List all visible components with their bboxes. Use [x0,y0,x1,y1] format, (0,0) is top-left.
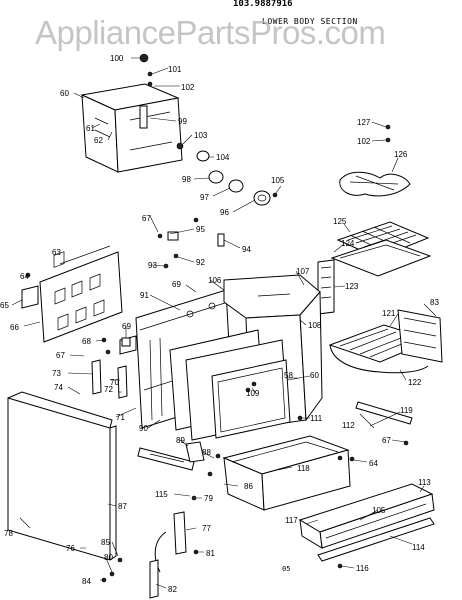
callout-102: 102 [357,137,371,146]
callout-64: 64 [20,272,29,281]
callout-122: 122 [408,378,422,387]
callout-81: 81 [206,549,215,558]
callout-115: 115 [155,490,168,499]
callout-67: 67 [142,214,151,223]
callout-94: 94 [242,245,251,254]
callout-77: 77 [202,524,211,533]
callout-79: 79 [204,494,213,503]
callout-124: 124 [341,239,355,248]
callout-106: 106 [208,276,222,285]
callout-74: 74 [54,383,63,392]
callout-62: 62 [94,136,103,145]
callout-80: 80 [104,553,113,562]
broil-element [339,124,411,197]
callout-73: 73 [52,369,61,378]
callout-109: 109 [246,389,260,398]
callout-96: 96 [220,208,229,217]
callout-100: 100 [110,54,124,63]
callout-95: 95 [196,225,205,234]
callout-105: 105 [271,176,285,185]
callout-78: 78 [4,529,13,538]
callout-69: 69 [122,322,131,331]
callout-107: 107 [296,267,310,276]
callout-87: 87 [118,502,127,511]
callout-labels: 100 101 102 60 99 61 62 103 104 98 97 96 105 127 102 12… [0,54,439,594]
section-title: LOWER BODY SECTION [262,17,358,26]
oven-door-frames [169,329,291,441]
callout-60: 60 [60,89,69,98]
storage-drawer [222,435,351,511]
watermark: AppliancePartsPros.com [35,14,386,51]
callout-121: 121 [382,309,396,318]
side-panel [7,391,117,561]
callout-99: 99 [178,117,187,126]
callout-90: 90 [139,424,148,433]
callout-108: 108 [308,321,322,330]
drawer-slide [297,401,413,569]
callout-104: 104 [216,153,230,162]
callout-117: 117 [285,516,298,525]
lower-braces [137,441,221,501]
callout-98: 98 [182,175,191,184]
callout-92: 92 [196,258,205,267]
callout-112: 112 [342,421,355,430]
callout-76: 76 [66,544,75,553]
callout-102: 102 [181,83,195,92]
callout-82: 82 [168,585,177,594]
callout-67: 67 [382,436,391,445]
footer-code: 05 [282,565,291,573]
drawer-front [298,483,435,549]
left-brackets [91,337,131,399]
callout-126: 126 [394,150,408,159]
rear-panel [21,245,123,343]
valve-parts [176,142,278,206]
callout-84: 84 [82,577,91,586]
callout-86: 86 [244,482,253,491]
callout-66: 66 [10,323,19,332]
callout-69: 69 [172,280,181,289]
oven-rack [328,309,443,374]
callout-101: 101 [168,65,182,74]
callout-118: 118 [297,464,310,473]
callout-111: 111 [310,414,323,423]
callout-119: 119 [400,406,413,415]
callout-63: 63 [52,248,61,257]
mounting-screws [157,217,225,269]
broiler-pan [330,221,432,277]
callout-58: 58 [284,371,293,380]
callout-68: 68 [82,337,91,346]
callout-113: 113 [418,478,431,487]
callout-103: 103 [194,131,208,140]
callout-83: 83 [430,298,439,307]
callout-127: 127 [357,118,371,127]
callout-71: 71 [116,413,125,422]
callout-85: 85 [101,538,110,547]
callout-60: 60 [310,371,319,380]
callout-70: 70 [110,378,119,387]
callout-123: 123 [345,282,359,291]
door-hinges [101,511,199,599]
callout-67: 67 [56,351,65,360]
callout-72: 72 [104,385,113,394]
callout-116: 116 [356,564,369,573]
callout-64: 64 [369,459,378,468]
callout-114: 114 [412,543,425,552]
callout-61: 61 [86,124,95,133]
document-number: 103.9887916 [233,0,293,9]
drawer-handle [317,517,435,562]
vent-bracket [317,259,335,315]
callout-65: 65 [0,301,9,310]
callout-97: 97 [200,193,209,202]
callout-88: 88 [202,448,211,457]
callout-91: 91 [140,291,149,300]
upper-box-assembly [80,53,183,173]
callout-89: 89 [176,436,185,445]
callout-93: 93 [148,261,157,270]
callout-105: 105 [372,506,386,515]
leader-lines [11,57,437,589]
callout-125: 125 [333,217,347,226]
